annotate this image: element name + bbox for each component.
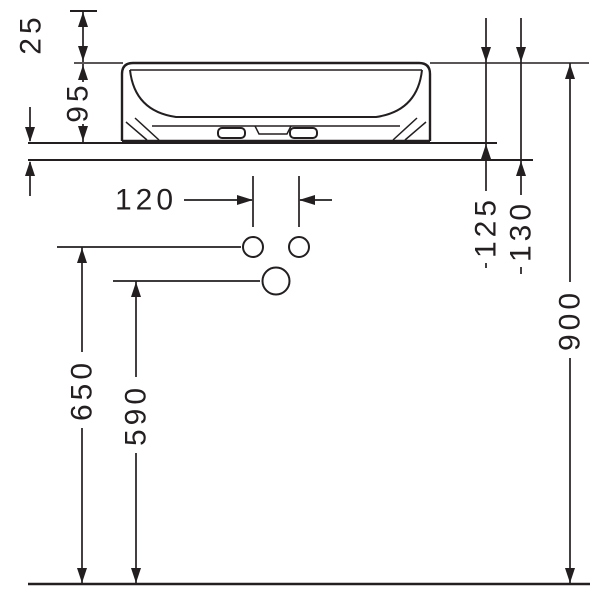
supply-hole-left xyxy=(242,236,264,258)
basin-drain-detail xyxy=(254,125,292,135)
counter-thickness-arrows xyxy=(25,107,35,196)
dimension-25-label: 25 xyxy=(15,13,48,54)
basin-bowl-contour xyxy=(129,69,423,118)
reference-lines xyxy=(28,10,590,586)
drain-hole xyxy=(261,266,291,296)
dimension-590: 590 xyxy=(119,281,153,584)
basin-corner-hatch-left-1 xyxy=(134,117,160,141)
dimension-95: 95 xyxy=(61,64,95,142)
dim-590-text-mask xyxy=(119,377,153,453)
dimension-590-label: 590 xyxy=(120,384,153,446)
counter-thickness-arrow-down-icon xyxy=(25,127,35,142)
dim-95-text-mask xyxy=(61,82,95,124)
dimension-120: 120 xyxy=(115,176,332,227)
dim-130-arrow-up-icon xyxy=(516,161,526,176)
dim-25-arrow-down-icon xyxy=(78,46,88,61)
dim-125-arrow-up-icon xyxy=(481,144,491,159)
dimension-25: 25 xyxy=(15,11,88,62)
dim-130-text-mask xyxy=(504,195,538,267)
dimension-650: 650 xyxy=(65,247,99,584)
supply-hole-right xyxy=(288,236,310,258)
dim-650-text-mask xyxy=(65,352,99,428)
counter-thickness-arrow-up-icon xyxy=(25,161,35,176)
basin-corner-hatch-right-2 xyxy=(404,121,427,141)
basin-left-slot xyxy=(217,127,246,139)
dimension-120-label: 120 xyxy=(115,184,177,217)
dim-25-arrow-up-icon xyxy=(78,12,88,27)
dimension-900-label: 900 xyxy=(554,289,587,351)
dimension-95-label: 95 xyxy=(62,81,95,122)
dim-650-arrow-down-icon xyxy=(77,568,87,583)
basin-right-slot xyxy=(289,127,318,139)
dim-590-arrow-down-icon xyxy=(131,568,141,583)
dimension-125-label: 125 xyxy=(470,196,503,258)
dim-120-arrow-left-icon xyxy=(299,195,315,205)
dim-130-arrow-down-icon xyxy=(516,47,526,62)
basin-corner-hatch-left-2 xyxy=(125,121,148,141)
dim-95-arrow-down-icon xyxy=(78,126,88,141)
dim-900-arrow-up-icon xyxy=(565,64,575,79)
basin-corner-hatch-right-1 xyxy=(392,117,418,141)
dim-590-arrow-up-icon xyxy=(131,282,141,297)
dim-900-text-mask xyxy=(553,282,587,358)
dim-120-arrow-right-icon xyxy=(237,195,253,205)
dim-900-arrow-down-icon xyxy=(565,568,575,583)
dimension-130-label: 130 xyxy=(505,200,538,262)
washbasin-outline xyxy=(120,61,432,143)
dimension-900: 900 xyxy=(553,63,587,584)
dimension-650-label: 650 xyxy=(66,359,99,421)
dim-95-arrow-up-icon xyxy=(78,65,88,80)
basin-outer-contour xyxy=(120,61,432,141)
dim-125-arrow-down-icon xyxy=(481,47,491,62)
connection-holes xyxy=(242,236,310,296)
dim-650-arrow-up-icon xyxy=(77,248,87,263)
dimension-130: 130 xyxy=(504,18,538,274)
dim-125-text-mask xyxy=(469,191,503,263)
dimension-125: 125 xyxy=(469,18,503,268)
